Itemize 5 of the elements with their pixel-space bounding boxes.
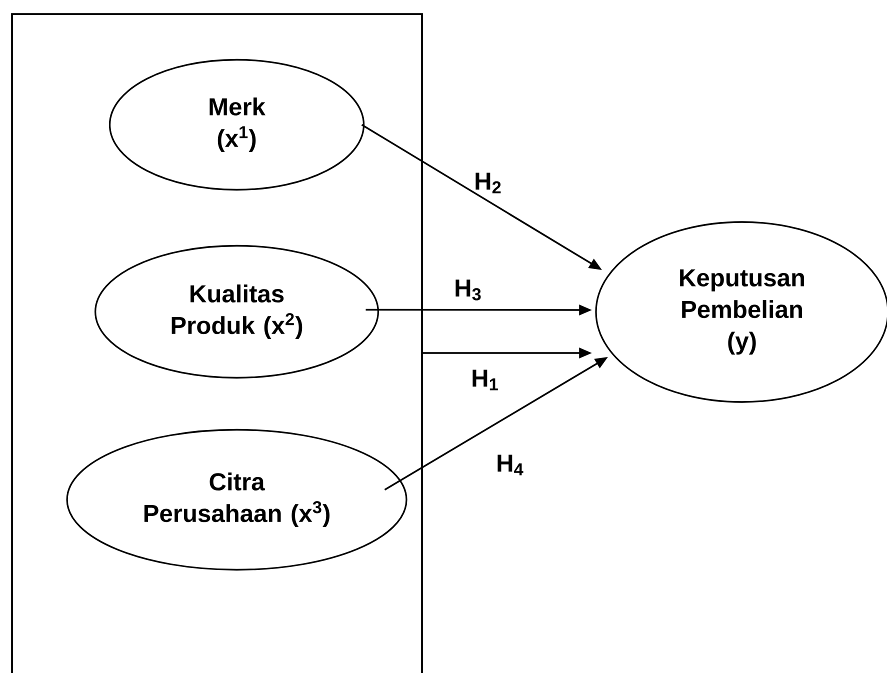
edge-label: H$_{2}$ bbox=[476, 172, 501, 194]
frame-box bbox=[11, 13, 423, 673]
edge-label: H$_{4}$ bbox=[498, 454, 524, 476]
edge-label: H$_{1}$ bbox=[472, 370, 498, 390]
edge-label: H$_{3}$ bbox=[456, 280, 481, 300]
